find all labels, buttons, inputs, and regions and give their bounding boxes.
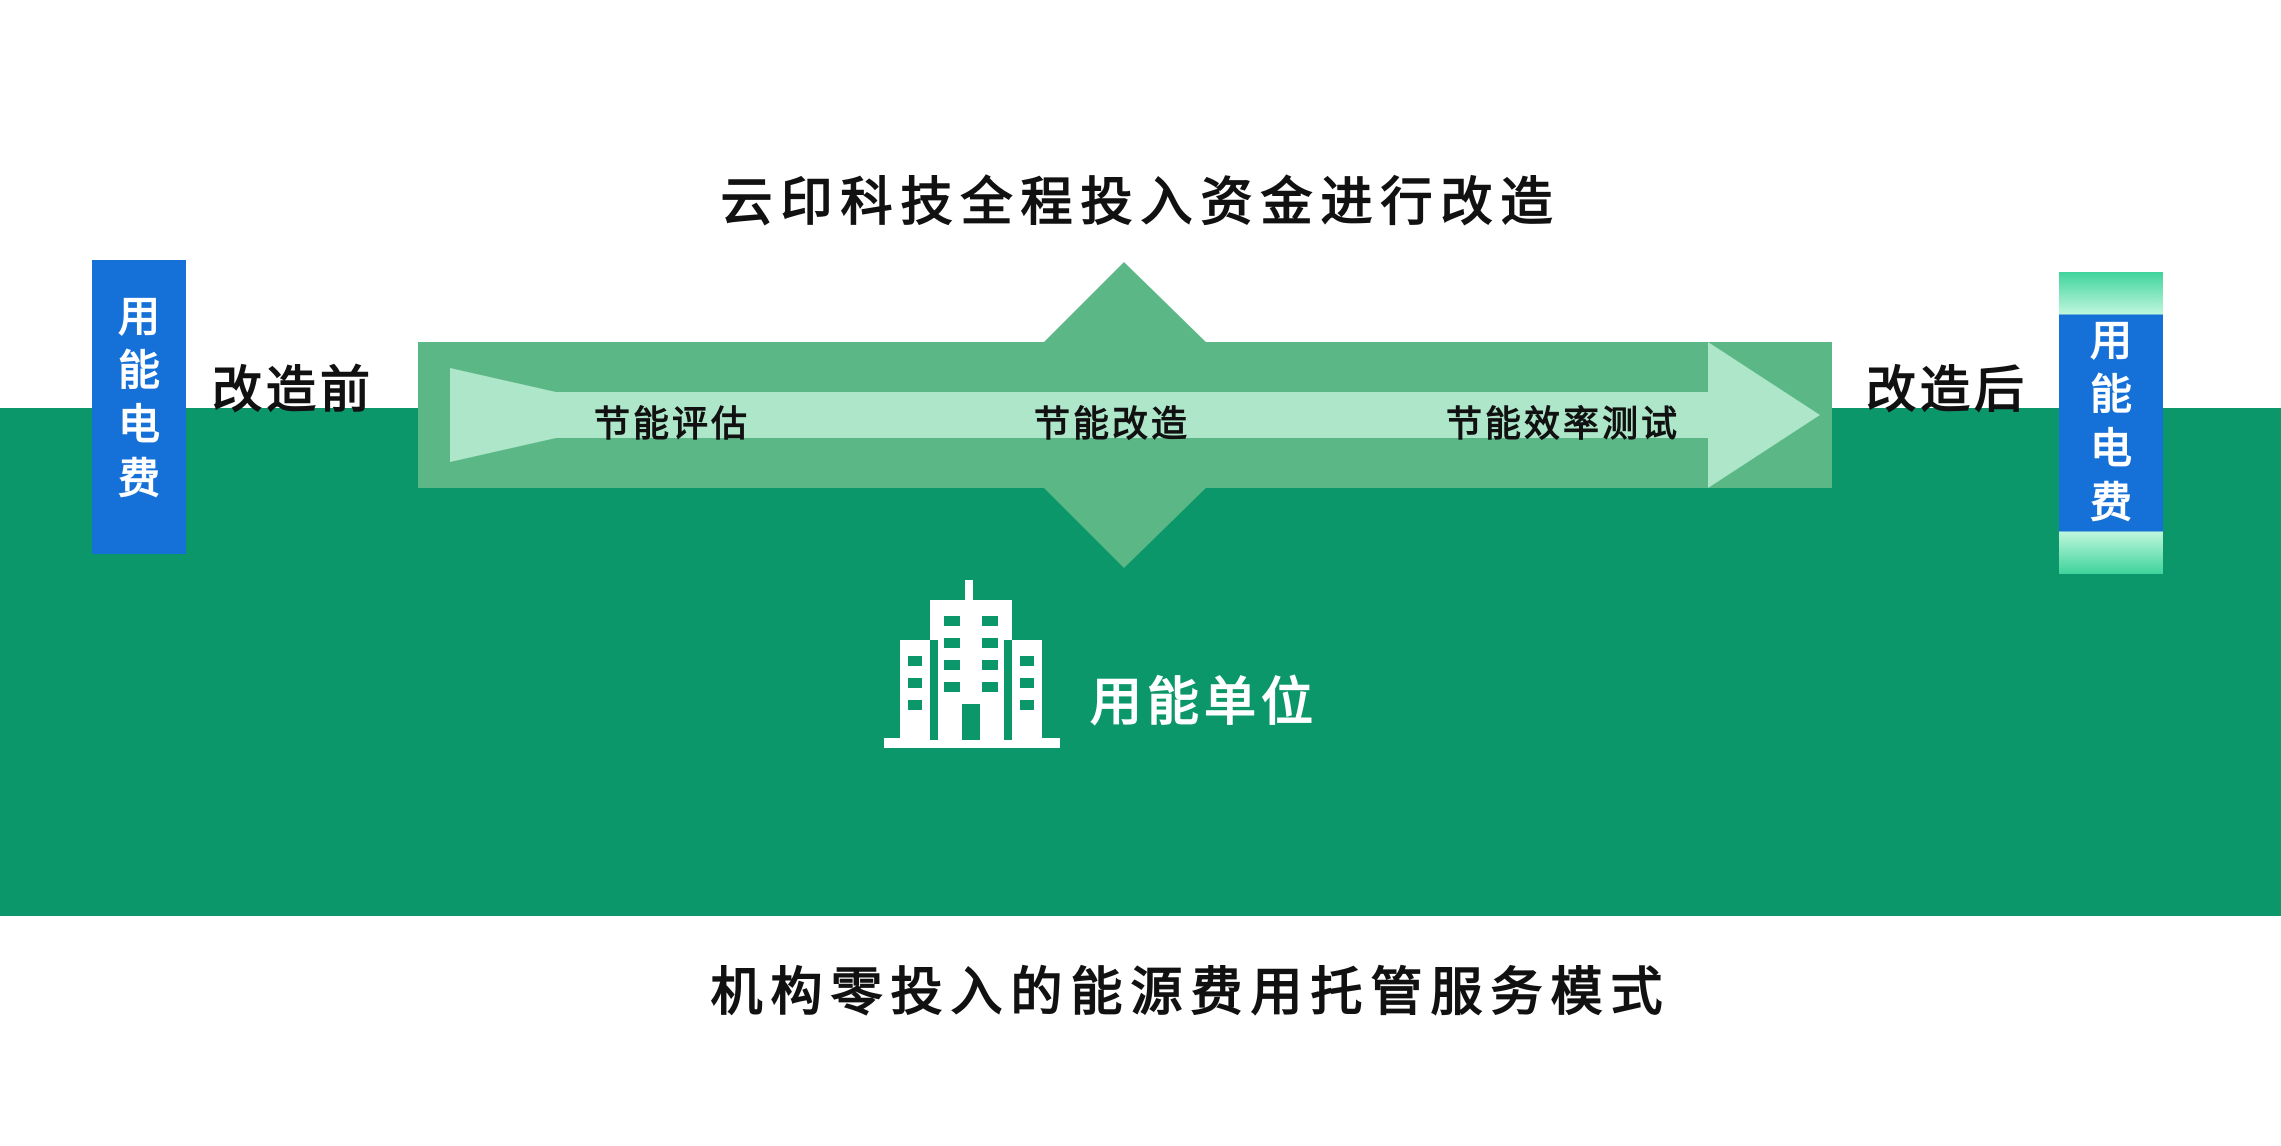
after-label: 改造后 (1866, 361, 2028, 419)
bottom-title: 机构零投入的能源费用托管服务模式 (710, 963, 1671, 1023)
after-box-char: 费 (2089, 478, 2132, 527)
before-electricity-box: 用 能 电 费 (92, 260, 186, 554)
building-icon (884, 580, 1060, 748)
top-title: 云印科技全程投入资金进行改造 (720, 173, 1561, 233)
up-arrow-head (1040, 262, 1210, 346)
down-arrow-head (1040, 484, 1210, 568)
after-electricity-box: 用 能 电 费 (2059, 272, 2163, 574)
before-label: 改造前 (212, 361, 374, 419)
after-box-char: 电 (2089, 424, 2132, 473)
before-box-char: 能 (117, 346, 160, 395)
before-box-char: 电 (117, 400, 160, 449)
before-box-char: 费 (117, 454, 160, 503)
stage-label-efficiency-test: 节能效率测试 (1446, 404, 1681, 445)
energy-unit-label: 用能单位 (1090, 673, 1319, 733)
after-box-char: 用 (2089, 316, 2132, 365)
stage-label-assessment: 节能评估 (594, 404, 751, 445)
before-box-char: 用 (117, 292, 160, 341)
after-box-char: 能 (2089, 370, 2132, 419)
inner-arrow (450, 342, 1820, 488)
stage-label-retrofit: 节能改造 (1034, 404, 1191, 445)
